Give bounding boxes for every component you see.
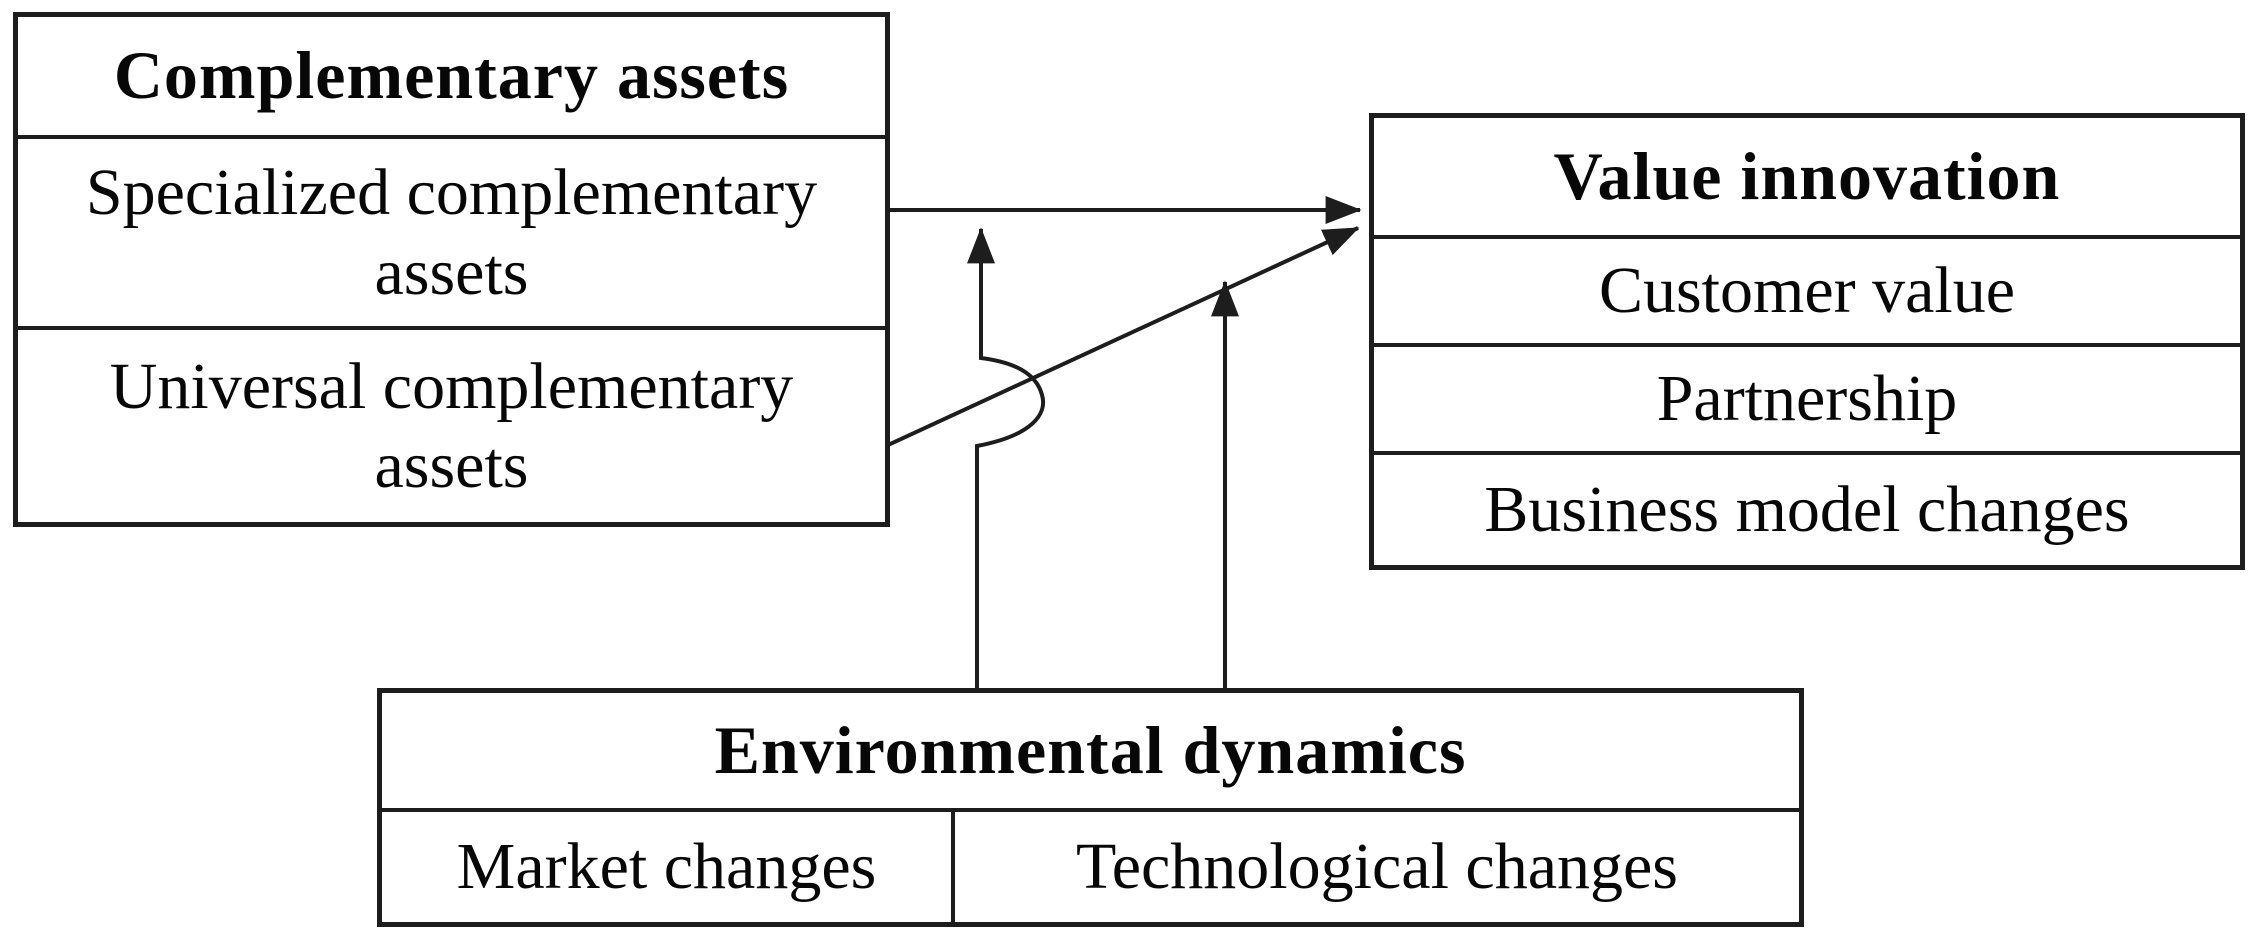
environmental-dynamics-title: Environmental dynamics bbox=[714, 711, 1467, 788]
business-model-changes-row: Business model changes bbox=[1374, 451, 2240, 565]
customer-value-row: Customer value bbox=[1374, 235, 2240, 343]
arrow-env-dynamics-moderates-specialized-path bbox=[967, 227, 1046, 688]
universal-complementary-assets-row: Universal complementary assets bbox=[18, 326, 885, 522]
market-changes-cell: Market changes bbox=[382, 812, 955, 922]
specialized-complementary-assets-row: Specialized complementary assets bbox=[18, 135, 885, 326]
complementary-assets-title: Complementary assets bbox=[113, 37, 790, 114]
environmental-dynamics-box: Environmental dynamics Market changes Te… bbox=[377, 688, 1804, 927]
arrow-universal-to-value-innovation bbox=[887, 226, 1360, 447]
value-innovation-title: Value innovation bbox=[1553, 137, 2061, 214]
technological-changes-cell: Technological changes bbox=[1076, 830, 1678, 904]
environmental-dynamics-cells: Market changes Technological changes bbox=[382, 808, 1799, 922]
complementary-assets-box: Complementary assets Specialized complem… bbox=[13, 12, 890, 527]
value-innovation-box: Value innovation Customer value Partners… bbox=[1369, 113, 2245, 570]
partnership-row: Partnership bbox=[1374, 343, 2240, 451]
